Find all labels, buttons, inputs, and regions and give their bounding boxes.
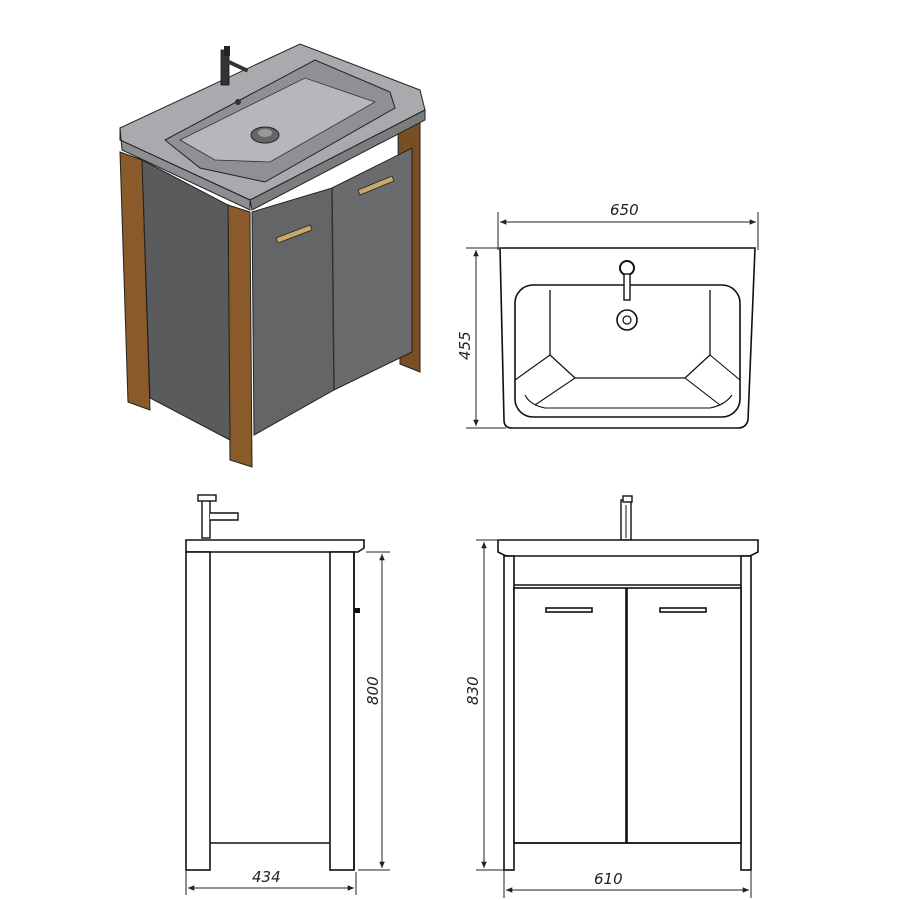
front-door-left xyxy=(513,587,627,844)
door-handle-right xyxy=(357,175,395,196)
side-leg-rear xyxy=(185,551,211,871)
faucet-3d xyxy=(220,46,248,105)
dim-top-depth: 455 xyxy=(456,331,474,360)
front-left-leg xyxy=(227,204,253,468)
front-handle-left xyxy=(545,607,593,613)
door-handle-left xyxy=(275,224,313,244)
cabinet-side-panel xyxy=(141,159,231,441)
dim-side-depth: 434 xyxy=(252,868,281,886)
drain-top xyxy=(616,309,638,331)
dim-front-width: 610 xyxy=(594,870,623,888)
rear-left-leg xyxy=(119,151,151,411)
front-door-right xyxy=(626,587,742,844)
faucet-top xyxy=(619,260,635,301)
isometric-view xyxy=(119,43,426,468)
basin-side-edge xyxy=(249,109,426,211)
left-door xyxy=(251,187,335,436)
top-view: 650 455 xyxy=(456,201,759,429)
side-view: 800 434 xyxy=(185,494,390,895)
front-handle-right xyxy=(659,607,707,613)
basin-inner xyxy=(179,77,376,163)
dim-top-width: 650 xyxy=(610,201,639,219)
dim-front-height: 830 xyxy=(464,676,482,705)
front-right-leg-post xyxy=(740,555,752,871)
front-view: 830 610 xyxy=(464,495,759,898)
dim-side-height: 800 xyxy=(364,676,382,705)
basin-front-edge xyxy=(119,127,251,211)
side-leg-front xyxy=(329,551,355,871)
faucet-front xyxy=(620,495,633,541)
faucet-side xyxy=(197,494,239,539)
front-left-leg-post xyxy=(503,555,515,871)
